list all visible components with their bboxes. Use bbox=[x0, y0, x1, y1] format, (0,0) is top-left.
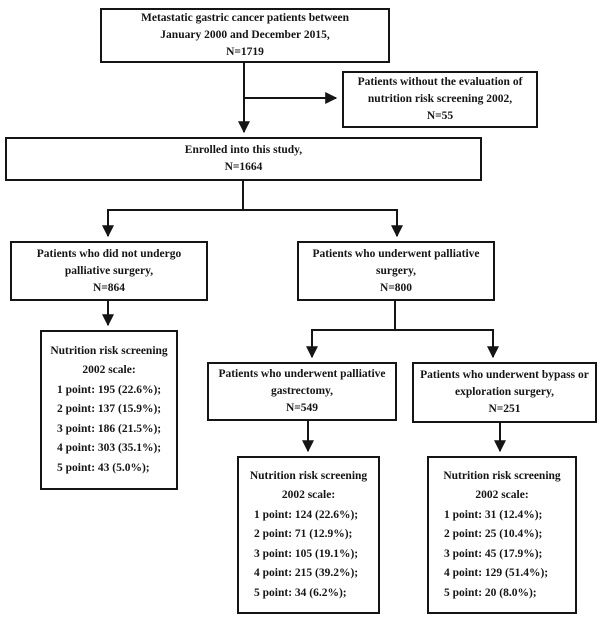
text-line: 2002 scale: bbox=[281, 489, 336, 502]
text-line: Enrolled into this study, bbox=[184, 144, 303, 156]
box-excluded-patients: Patients without the evaluation of nutri… bbox=[342, 71, 538, 128]
text-line: Nutrition risk screening bbox=[249, 469, 368, 482]
box-nrs-no-surgery: Nutrition risk screening 2002 scale: 1 p… bbox=[40, 330, 178, 490]
text-line: 2002 scale: bbox=[475, 489, 529, 502]
text-line: N=55 bbox=[426, 110, 454, 122]
text-line: 4 point: 215 (39.2%); bbox=[254, 567, 359, 580]
box-initial-cohort: Metastatic gastric cancer patients betwe… bbox=[100, 8, 390, 63]
text-line: palliative surgery, bbox=[64, 264, 154, 277]
text-line: Patients who underwent bypass or bbox=[420, 369, 589, 381]
text-line: 1 point: 124 (22.6%); bbox=[254, 508, 359, 521]
text-line: 1 point: 31 (12.4%); bbox=[444, 508, 543, 521]
box-palliative-surgery: Patients who underwent palliative surger… bbox=[297, 241, 495, 301]
box-no-palliative-surgery: Patients who did not undergo palliative … bbox=[10, 241, 208, 301]
text-line: N=549 bbox=[285, 402, 319, 414]
box-bypass-exploration: Patients who underwent bypass or explora… bbox=[412, 362, 597, 423]
text-line: Patients who underwent palliative bbox=[218, 368, 386, 380]
box-nrs-gastrectomy: Nutrition risk screening 2002 scale: 1 p… bbox=[237, 456, 380, 614]
text-line: Nutrition risk screening bbox=[443, 469, 561, 482]
text-line: 5 point: 43 (5.0%); bbox=[57, 461, 150, 474]
text-line: 2 point: 71 (12.9%); bbox=[254, 528, 353, 541]
text-line: January 2000 and December 2015, bbox=[160, 29, 330, 41]
text-line: 3 point: 45 (17.9%); bbox=[444, 547, 543, 560]
text-line: 1 point: 195 (22.6%); bbox=[57, 383, 162, 396]
text-line: 5 point: 34 (6.2%); bbox=[254, 586, 347, 599]
text-line: N=800 bbox=[379, 281, 413, 294]
text-line: 2 point: 137 (15.9%); bbox=[57, 403, 162, 416]
text-line: Patients who did not undergo bbox=[36, 247, 182, 260]
text-line: nutrition risk screening 2002, bbox=[367, 93, 513, 105]
text-line: N=251 bbox=[488, 403, 521, 415]
text-line: gastrectomy, bbox=[270, 385, 334, 397]
text-line: Metastatic gastric cancer patients betwe… bbox=[141, 12, 349, 24]
text-line: 3 point: 186 (21.5%); bbox=[57, 422, 162, 435]
text-line: exploration surgery, bbox=[454, 386, 555, 398]
text-line: 4 point: 303 (35.1%); bbox=[57, 442, 162, 455]
box-enrolled: Enrolled into this study, N=1664 bbox=[5, 137, 482, 181]
text-line: N=864 bbox=[92, 281, 126, 294]
text-line: 5 point: 20 (8.0%); bbox=[444, 586, 537, 599]
box-palliative-gastrectomy: Patients who underwent palliative gastre… bbox=[207, 362, 397, 421]
text-line: 3 point: 105 (19.1%); bbox=[254, 547, 359, 560]
text-line: N=1664 bbox=[224, 161, 263, 173]
text-line: Patients without the evaluation of bbox=[357, 76, 523, 88]
text-line: Patients who underwent palliative bbox=[312, 247, 480, 260]
box-nrs-bypass: Nutrition risk screening 2002 scale: 1 p… bbox=[427, 456, 577, 614]
text-line: 4 point: 129 (51.4%); bbox=[444, 567, 549, 580]
text-line: 2002 scale: bbox=[82, 364, 136, 377]
text-line: N=1719 bbox=[226, 46, 264, 58]
text-line: 2 point: 25 (10.4%); bbox=[444, 528, 543, 541]
text-line: Nutrition risk screening bbox=[50, 344, 168, 357]
text-line: surgery, bbox=[376, 264, 416, 277]
